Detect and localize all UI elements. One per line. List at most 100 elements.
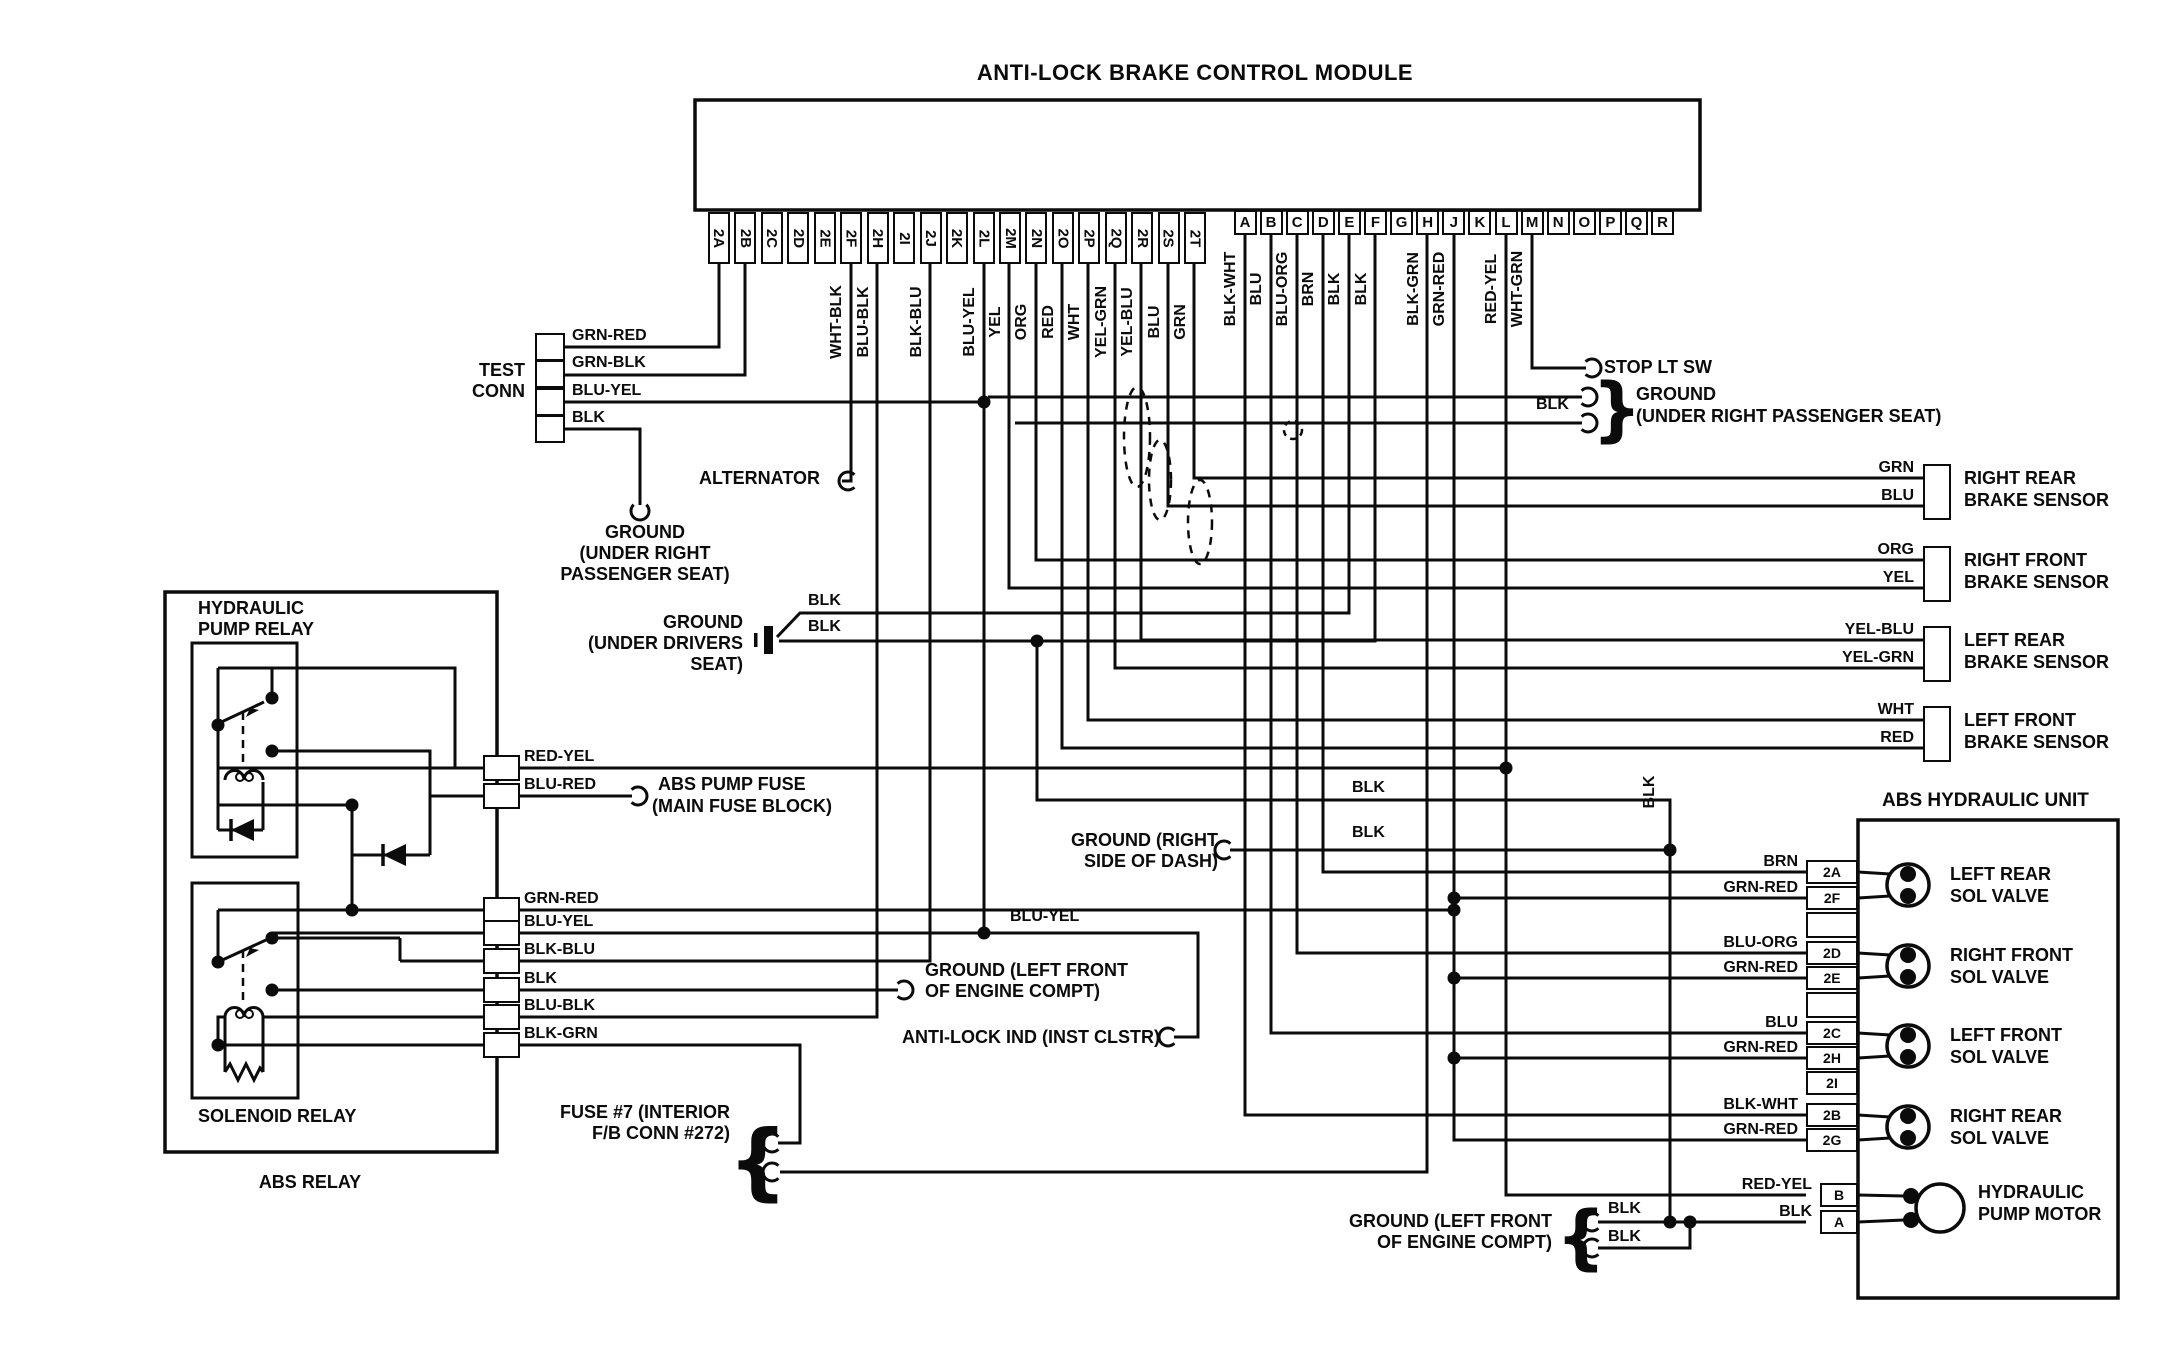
ground-left-front-engine-mid-2: OF ENGINE COMPT) <box>925 981 1100 1001</box>
sensor-name-1-2: BRAKE SENSOR <box>1964 572 2110 592</box>
module-pin-2N: 2N <box>1025 212 1048 264</box>
wire-label-WHT: WHT <box>1877 701 1914 718</box>
wire-label-pin-C: BLU-ORG <box>1274 251 1292 327</box>
unit-pin-B: B <box>1820 1183 1858 1207</box>
module-pin-P: P <box>1598 210 1622 235</box>
valve-name-0-2: SOL VALVE <box>1950 886 2050 906</box>
pin-label: 2P <box>1080 228 1098 248</box>
pin-label: 2I <box>895 231 913 245</box>
sensor-name-1-1: RIGHT FRONT <box>1964 550 2087 570</box>
wire-label-blk-engine-2: BLK <box>1608 1228 1641 1245</box>
wire-label-unit-2E: GRN-RED <box>1723 959 1798 976</box>
wire-label-pin-B: BLU <box>1248 272 1266 306</box>
pin-label: 2H <box>869 228 887 248</box>
wire-label-unit-2A: BRN <box>1763 853 1798 870</box>
test-conn-cell-0 <box>535 333 565 361</box>
unit-pin-2C: 2C <box>1806 1021 1858 1045</box>
sensor-connector-2 <box>1923 626 1951 682</box>
module-pin-2A: 2A <box>708 212 730 264</box>
wire-label-unit-2D: BLU-ORG <box>1723 934 1798 951</box>
wire-label-2H: BLU-BLK <box>854 286 872 358</box>
wire-label-pin-J: GRN-RED <box>1430 251 1448 327</box>
wire-label-blu-yel-mid: BLU-YEL <box>1010 908 1080 925</box>
pin-label: 2E <box>816 228 834 248</box>
sensor-name-3-2: BRAKE SENSOR <box>1964 732 2110 752</box>
solenoid-relay-label: SOLENOID RELAY <box>198 1106 357 1126</box>
wire-label-unit-2F: GRN-RED <box>1723 879 1798 896</box>
wire-label-relay-GRN-RED: GRN-RED <box>524 890 599 907</box>
valve-name-1-1: RIGHT FRONT <box>1950 945 2073 965</box>
wire-label-2T: GRN <box>1172 304 1190 340</box>
brace-engine-ground: { <box>1556 1196 1606 1278</box>
module-pin-2L: 2L <box>972 212 995 264</box>
sensor-name-0-2: BRAKE SENSOR <box>1964 490 2110 510</box>
unit-pin-2F: 2F <box>1806 886 1858 910</box>
module-pin-O: O <box>1572 210 1596 235</box>
module-pin-2O: 2O <box>1051 212 1074 264</box>
wire-label-relay-BLK-GRN: BLK-GRN <box>524 1025 598 1042</box>
unit-pin-2I: 2I <box>1806 1071 1858 1095</box>
module-pin-N: N <box>1546 210 1570 235</box>
wire-label-unit-B: RED-YEL <box>1741 1176 1812 1193</box>
sensor-name-2-1: LEFT REAR <box>1964 630 2065 650</box>
wire-label-unit-2B: BLK-WHT <box>1723 1096 1798 1113</box>
sensor-connector-0 <box>1923 464 1951 520</box>
wire-label-blk: BLK <box>572 409 605 426</box>
abs-hydraulic-unit-title: ABS HYDRAULIC UNIT <box>1882 790 2089 811</box>
sensor-name-3-1: LEFT FRONT <box>1964 710 2076 730</box>
unit-pin-2B: 2B <box>1806 1103 1858 1127</box>
module-pin-K: K <box>1468 210 1492 235</box>
wire-label-blk-drivers-1: BLK <box>808 592 841 609</box>
module-pin-G: G <box>1390 210 1414 235</box>
abs-pump-fuse-label-2: (MAIN FUSE BLOCK) <box>652 796 832 816</box>
wire-label-blk-drivers-2: BLK <box>808 618 841 635</box>
wire-label-unit-2H: GRN-RED <box>1723 1039 1798 1056</box>
sensor-connector-1 <box>1923 546 1951 602</box>
module-pin-2P: 2P <box>1078 212 1101 264</box>
alternator-label: ALTERNATOR <box>699 468 820 488</box>
module-pin-2K: 2K <box>946 212 969 264</box>
sensor-connector-3 <box>1923 706 1951 762</box>
unit-spacer-1 <box>1806 992 1858 1018</box>
abs-relay-terminal-5 <box>483 977 520 1003</box>
wire-label-2M: YEL <box>986 306 1004 338</box>
wire-label-2S: BLU <box>1145 305 1163 339</box>
wire-label-blk-rp: BLK <box>1536 396 1569 413</box>
wire-label-pin-M: WHT-GRN <box>1509 250 1527 328</box>
module-pin-2C: 2C <box>760 212 783 264</box>
module-pin-2E: 2E <box>813 212 836 264</box>
module-pin-L: L <box>1494 210 1518 235</box>
anti-lock-ind-label: ANTI-LOCK IND (INST CLSTR) <box>902 1027 1160 1047</box>
pin-label: 2A <box>710 228 728 248</box>
wire-label-relay-RED-YEL: RED-YEL <box>524 748 595 765</box>
valve-name-3-2: SOL VALVE <box>1950 1128 2050 1148</box>
pin-label: 2O <box>1054 227 1072 249</box>
brace-rp-ground: } <box>1592 368 1642 450</box>
wire-label-BLU: BLU <box>1881 487 1914 504</box>
pin-label: 2B <box>736 228 754 248</box>
unit-pin-2D: 2D <box>1806 941 1858 965</box>
wire-label-pin-E: BLK <box>1326 272 1344 306</box>
wire-label-2P: WHT <box>1066 303 1084 341</box>
pin-label: 2L <box>974 229 992 247</box>
wire-label-YEL: YEL <box>1882 569 1914 586</box>
module-pin-2M: 2M <box>998 212 1021 264</box>
test-conn-cell-2 <box>535 388 565 416</box>
module-pin-2D: 2D <box>787 212 810 264</box>
test-conn-cell-1 <box>535 360 565 388</box>
wire-label-blk-engine-1: BLK <box>1608 1200 1641 1217</box>
wire-label-grn-blk: GRN-BLK <box>572 354 646 371</box>
pin-label: 2M <box>1001 227 1019 249</box>
wire-label-pin-L: RED-YEL <box>1483 253 1500 325</box>
wire-label-blu-yel: BLU-YEL <box>572 382 642 399</box>
pin-label: 2Q <box>1107 227 1125 249</box>
unit-pin-2G: 2G <box>1806 1128 1858 1152</box>
abs-relay-terminal-6 <box>483 1004 520 1030</box>
module-pin-M: M <box>1520 210 1544 235</box>
module-pin-2S: 2S <box>1157 212 1180 264</box>
